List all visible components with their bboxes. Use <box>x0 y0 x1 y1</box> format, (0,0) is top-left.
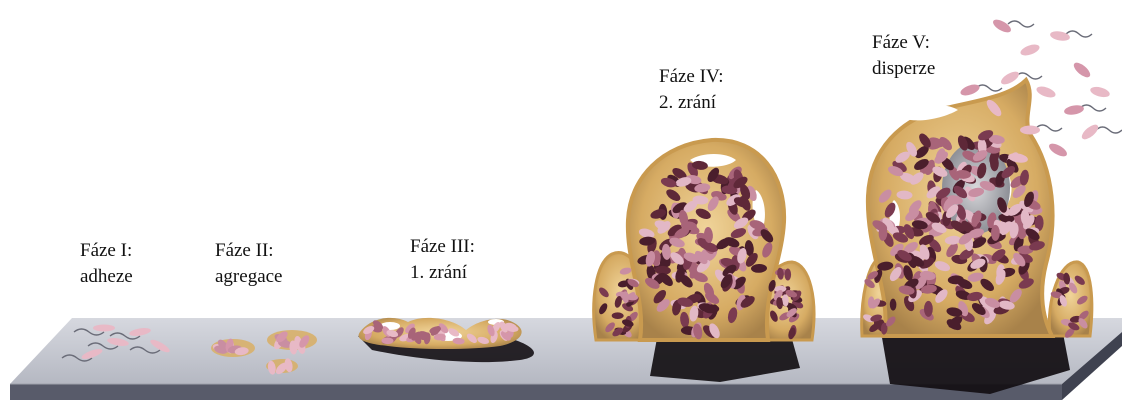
bacterium-cell <box>991 225 1000 241</box>
flagellum <box>1016 73 1042 79</box>
stage-2-name: agregace <box>215 264 283 290</box>
stage-3-name: 1. zrání <box>410 260 475 286</box>
bacterium-cell <box>1089 85 1111 99</box>
bacterium-cell <box>1049 30 1070 42</box>
stage-1-title: Fáze I: <box>80 238 133 264</box>
stage-2-label: Fáze II: agregace <box>215 238 283 290</box>
stage-4-name: 2. zrání <box>659 90 724 116</box>
flagellum <box>976 85 1002 91</box>
stage-4-label: Fáze IV: 2. zrání <box>659 64 724 116</box>
bacterium-cell <box>959 82 981 97</box>
bacterium-cell <box>1047 141 1069 159</box>
bacterium-cell <box>991 17 1013 35</box>
bacterium-cell <box>1019 42 1041 57</box>
bacterium-cell <box>924 301 933 317</box>
bacterium-cell <box>93 325 115 332</box>
bacterium-cell <box>1071 60 1092 80</box>
flagellum <box>1080 105 1106 111</box>
stage-5-name: disperze <box>872 56 935 82</box>
bacterium-cell <box>1079 122 1100 142</box>
bacterium-cell <box>1063 104 1084 116</box>
stage-4-title: Fáze IV: <box>659 64 724 90</box>
stage-1-name: adheze <box>80 264 133 290</box>
bacterium-cell <box>1020 126 1040 135</box>
stage-5-label: Fáze V: disperze <box>872 30 935 82</box>
flagellum <box>1008 21 1034 27</box>
stage-5-title: Fáze V: <box>872 30 935 56</box>
stage-2-title: Fáze II: <box>215 238 283 264</box>
stage-3-title: Fáze III: <box>410 234 475 260</box>
bacterium-cell <box>1035 84 1057 99</box>
stage-1-label: Fáze I: adheze <box>80 238 133 290</box>
flagellum <box>1066 31 1092 37</box>
flagellum <box>1096 127 1122 133</box>
bacterium-cell <box>785 269 792 281</box>
stage-3-label: Fáze III: 1. zrání <box>410 234 475 286</box>
